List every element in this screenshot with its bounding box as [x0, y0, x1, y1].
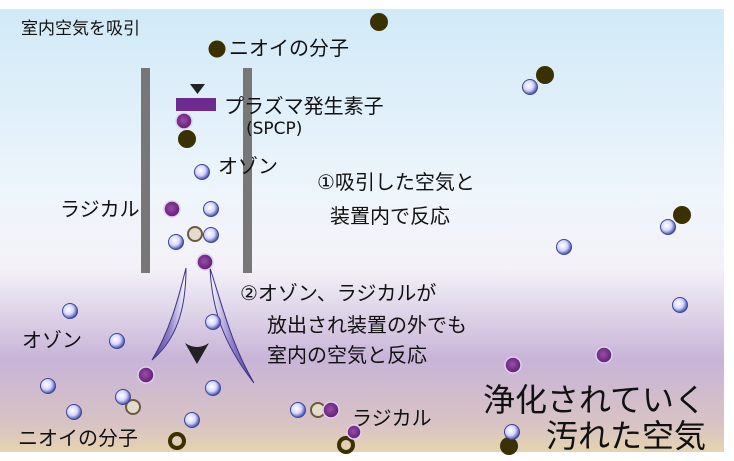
ozone-label-lower: オゾン: [22, 328, 82, 352]
step1-line1: ①吸引した空気と: [317, 170, 475, 194]
vent-left: [151, 267, 187, 361]
plasma-label: プラズマ発生素子: [224, 94, 384, 118]
device-right-wall: [243, 68, 252, 273]
ozone-molecule-icon: [40, 79, 688, 440]
odor-ring-icon: [168, 432, 355, 454]
radical-label-left: ラジカル: [60, 197, 140, 221]
ozone-label-upper: オゾン: [218, 154, 278, 178]
spcp-label: (SPCP): [246, 119, 303, 139]
device-left-wall: [141, 68, 150, 273]
down-arrow-icon: [185, 343, 209, 364]
step2-line2: 放出され装置の外でも: [267, 313, 467, 337]
dirty-air-label: 汚れた空気: [546, 417, 707, 455]
step2-line1: ②オゾン、ラジカルが: [240, 281, 437, 305]
intake-arrow-icon: [190, 84, 205, 94]
step1-line2: 装置内で反応: [330, 204, 450, 228]
odor-label-bottom: ニオイの分子: [18, 426, 138, 450]
purify-label: 浄化されていく: [483, 381, 707, 419]
odor-molecule-icon: [178, 13, 691, 455]
odor-label-top: ニオイの分子: [229, 36, 349, 60]
intake-label: 室内空気を吸引: [21, 19, 140, 39]
radical-molecule-icon: [137, 112, 613, 440]
radical-label-bottom: ラジカル: [352, 406, 432, 430]
step2-line3: 室内の空気と反応: [267, 343, 427, 367]
vent-right: [209, 267, 255, 384]
plasma-element: [176, 98, 216, 111]
decomposed-odor-icon: [125, 226, 326, 418]
